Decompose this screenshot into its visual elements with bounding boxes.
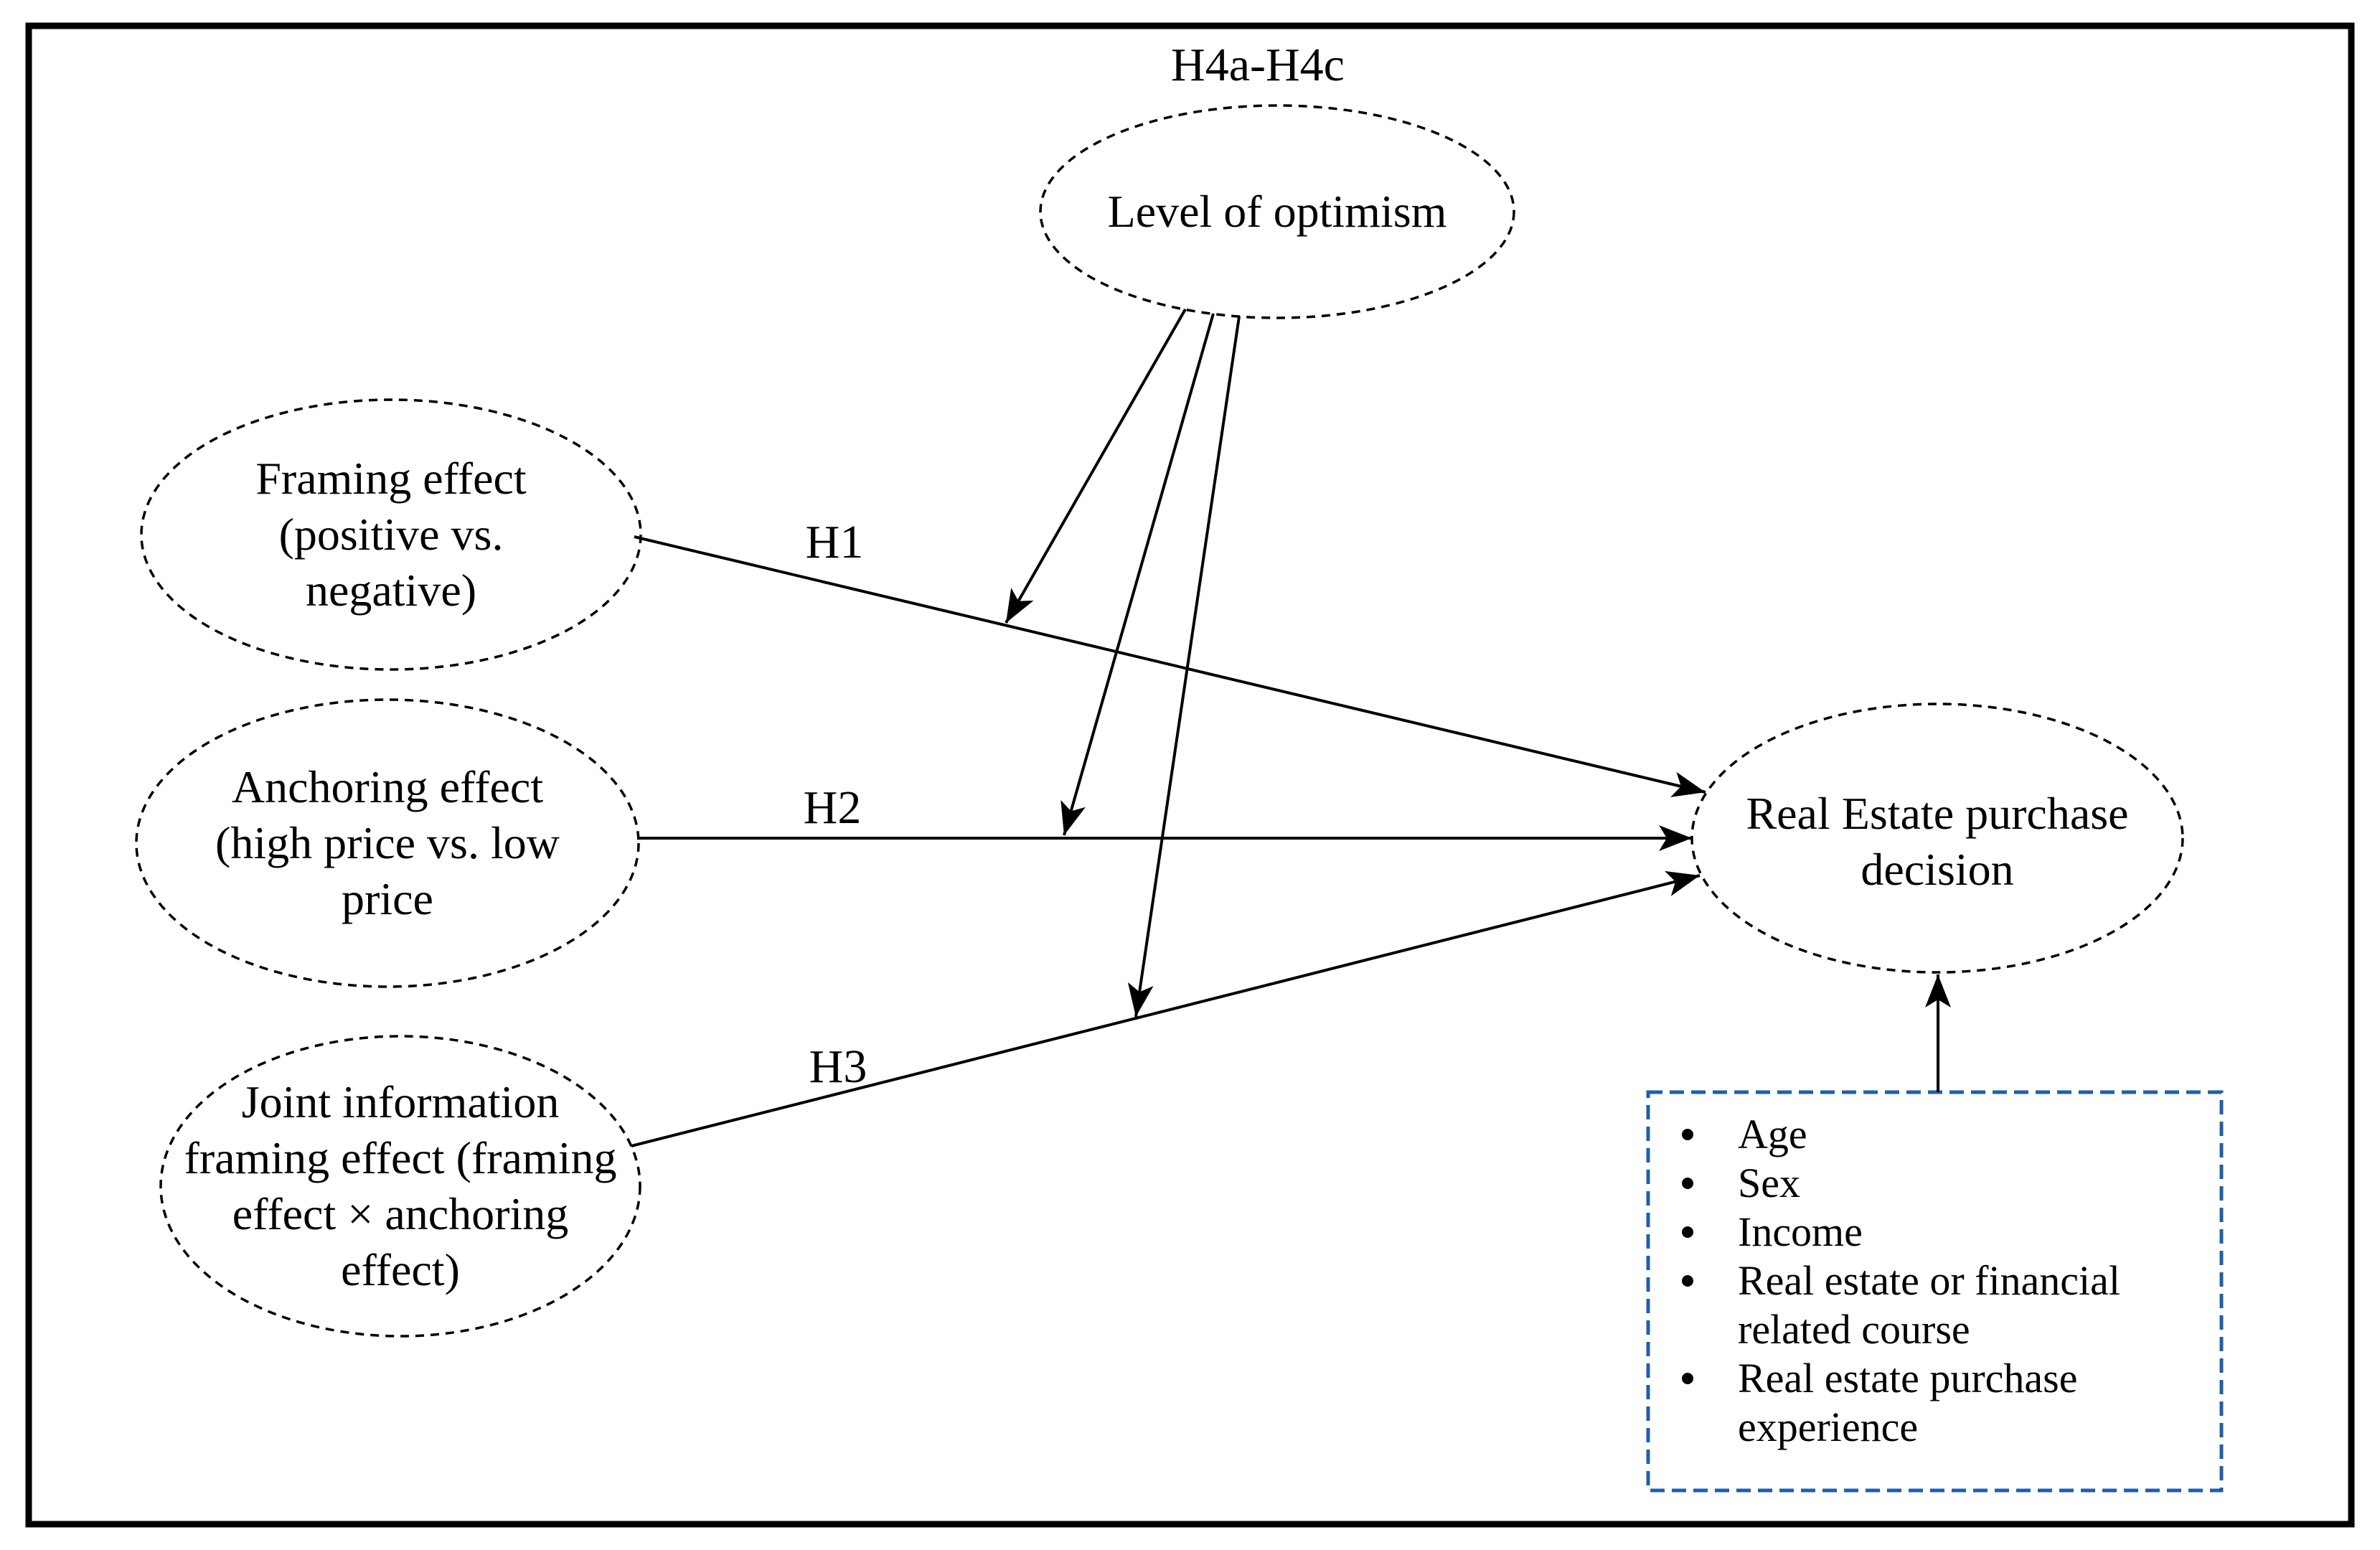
h4-range-label: H4a-H4c	[1171, 39, 1345, 91]
anchoring-label-line3: price	[342, 873, 433, 924]
covariate-bullet-age	[1682, 1129, 1693, 1140]
moderation-arrow-h3	[1127, 316, 1241, 1018]
h2-label: H2	[804, 781, 862, 834]
joint-framing-label-line1: Joint information	[242, 1076, 560, 1127]
covariate-bullet-income	[1682, 1226, 1693, 1238]
anchoring-label-line1: Anchoring effect	[232, 761, 543, 812]
framing-label-line1: Framing effect	[255, 453, 527, 504]
moderation-arrow-h1	[1005, 309, 1187, 624]
moderation-arrow-h2	[1060, 313, 1215, 836]
h1-label: H1	[806, 516, 864, 568]
covariate-bullet-sex	[1682, 1178, 1693, 1189]
covariate-bullet-experience	[1682, 1373, 1693, 1384]
framing-label-line3: negative)	[306, 565, 476, 616]
joint-framing-ellipse	[159, 1035, 641, 1338]
covariate-line-course-2: related course	[1738, 1306, 1970, 1353]
covariate-line-experience-2: experience	[1738, 1404, 1918, 1450]
h1-path-arrow	[634, 535, 1706, 797]
covariates-box	[1646, 1090, 2224, 1493]
covariate-line-course-1: Real estate or financial	[1738, 1257, 2120, 1304]
covariate-line-income: Income	[1738, 1208, 1863, 1255]
covariate-bullet-course	[1682, 1275, 1693, 1287]
h3-label: H3	[809, 1041, 867, 1093]
figure-border	[25, 22, 2355, 1528]
framing-ellipse	[140, 398, 642, 671]
anchoring-label-line2: (high price vs. low	[215, 817, 560, 868]
joint-framing-label-line2: framing effect (framing	[184, 1132, 617, 1183]
covariate-line-experience-1: Real estate purchase	[1738, 1355, 2077, 1401]
optimism-ellipse	[1039, 104, 1515, 319]
joint-framing-label-line4: effect)	[341, 1244, 460, 1295]
outcome-label-line1: Real Estate purchase	[1746, 788, 2128, 839]
outcome-label-line2: decision	[1861, 844, 2013, 895]
optimism-label: Level of optimism	[1108, 186, 1447, 237]
framing-label-line2: (positive vs.	[279, 509, 504, 560]
joint-framing-label-line3: effect × anchoring	[232, 1188, 568, 1239]
covariate-line-sex: Sex	[1738, 1160, 1800, 1206]
covariate-line-age: Age	[1738, 1111, 1807, 1157]
anchoring-ellipse	[135, 698, 640, 988]
h3-path-arrow	[631, 870, 1701, 1147]
